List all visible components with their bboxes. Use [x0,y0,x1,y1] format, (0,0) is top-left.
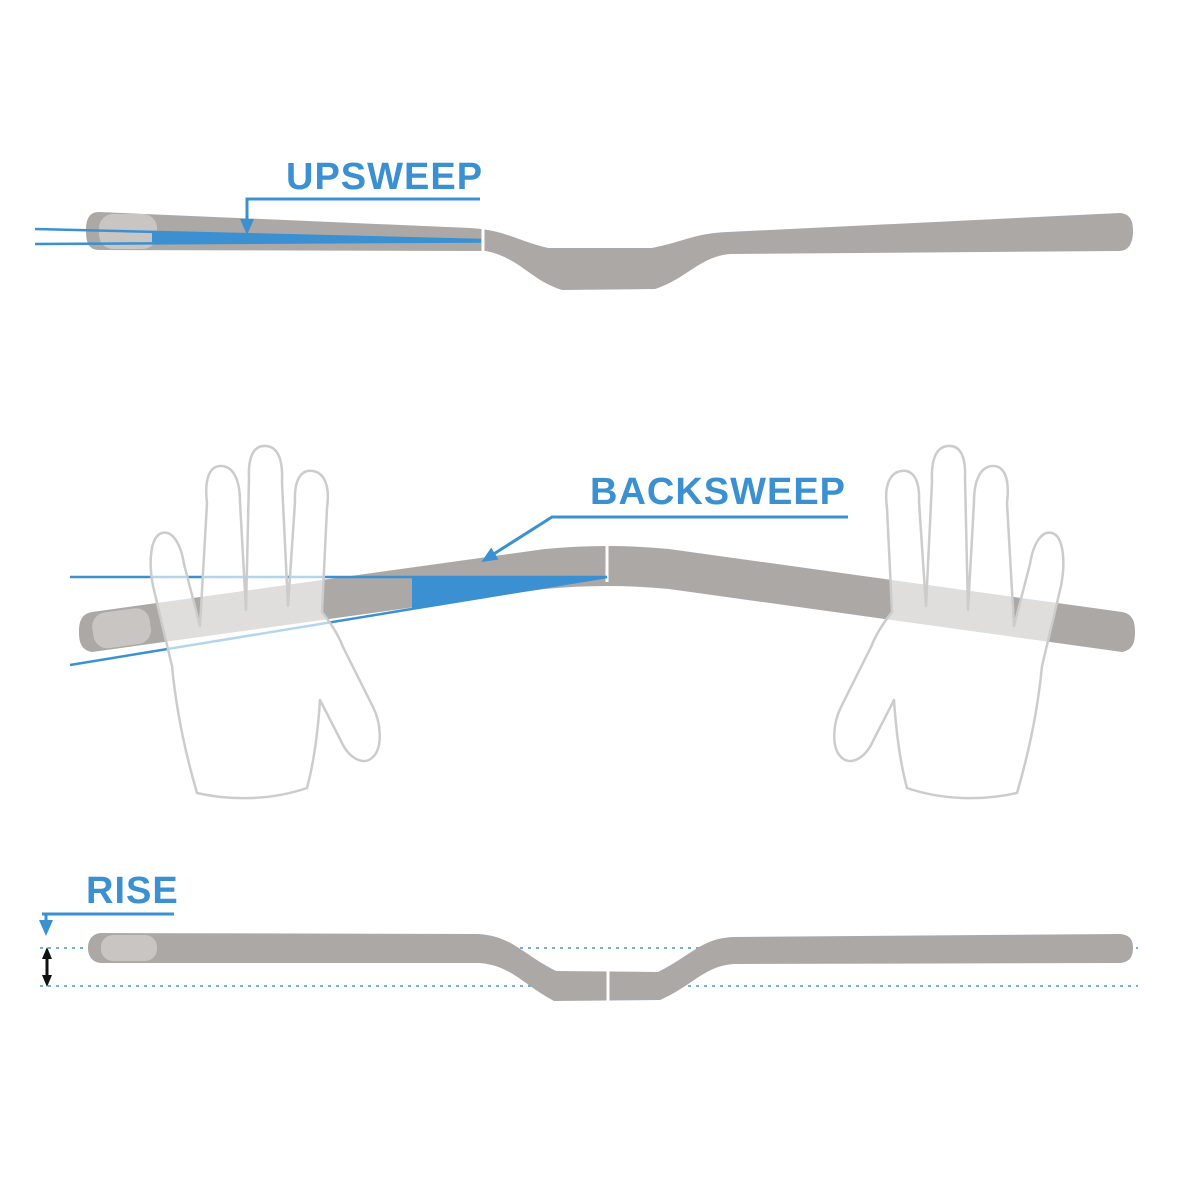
handlebar-front-view [86,212,1133,290]
backsweep-section: BACKSWEEP [69,444,1135,800]
upsweep-label: UPSWEEP [286,156,483,198]
rise-section: RISE [39,870,1138,1001]
rise-arrowhead-icon [39,920,53,936]
upsweep-section: UPSWEEP [34,156,1133,290]
rise-label: RISE [86,870,179,912]
rise-callout: RISE [39,870,179,936]
upsweep-arrowhead-icon [240,219,254,235]
backsweep-label: BACKSWEEP [590,471,846,513]
upsweep-reference-line-top [34,227,482,242]
upsweep-reference-line-bottom [34,240,482,246]
backsweep-leader-line [488,515,848,559]
right-hand-outline [832,444,1065,800]
backsweep-arrowhead-icon [481,547,499,563]
upsweep-leader-line [245,197,480,227]
handlebar-rise-view [88,933,1133,1001]
rise-measure-arrow [42,947,52,987]
bar-endcap-left [101,935,157,961]
upsweep-callout: UPSWEEP [240,156,483,235]
backsweep-callout: BACKSWEEP [481,471,848,563]
left-hand-outline [149,444,382,800]
rise-leader-line [42,912,174,928]
bar-endcap-left [92,608,152,649]
rise-arrow-up-icon [42,947,52,959]
rise-arrow-down-icon [42,975,52,987]
backsweep-reference-line-sloped [69,575,608,667]
